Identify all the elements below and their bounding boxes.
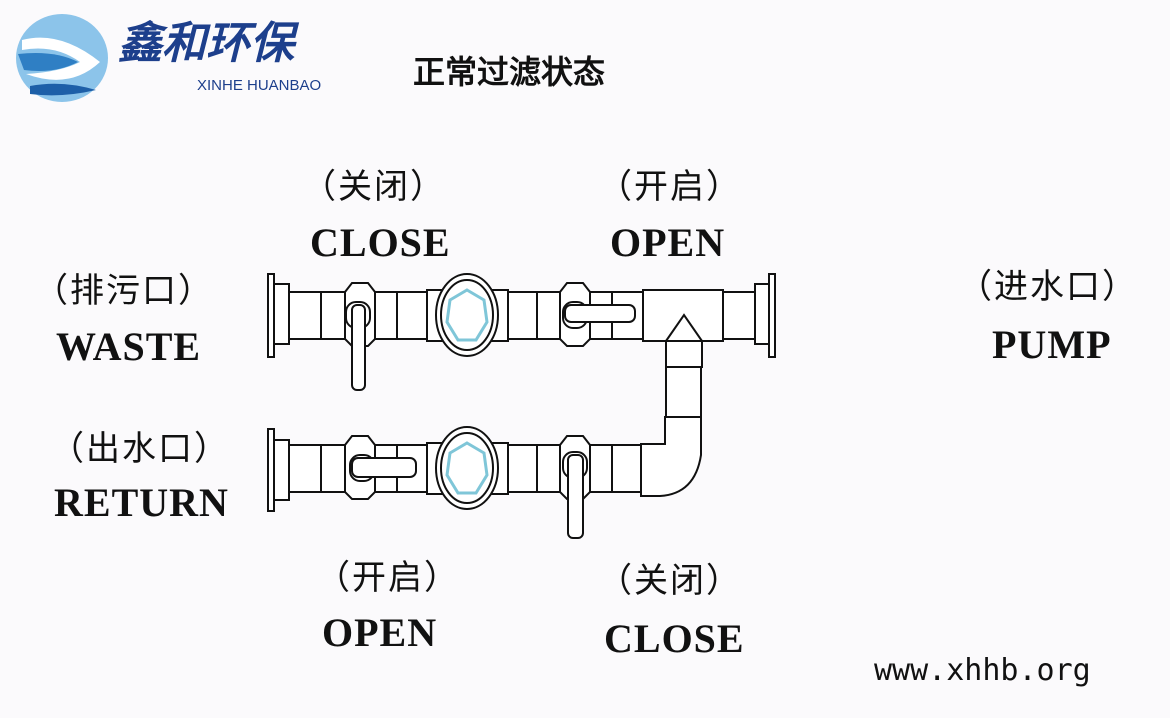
top-right-valve-cn: （开启） — [598, 167, 742, 207]
waste-cn: （排污口） — [34, 271, 214, 311]
logo-brand-en: XINHE HUANBAO — [197, 77, 322, 94]
top-pipeline — [267, 273, 776, 418]
return-en: RETURN — [54, 480, 229, 525]
top-right-valve-en: OPEN — [610, 220, 726, 265]
bottom-pipeline — [267, 416, 702, 539]
bottom-right-valve-cn: （关闭） — [598, 561, 742, 601]
bottom-left-valve-cn: （开启） — [316, 558, 460, 598]
page-title: 正常过滤状态 — [413, 53, 606, 91]
pump-cn: （进水口） — [958, 267, 1138, 307]
return-cn: （出水口） — [50, 429, 230, 469]
bottom-left-valve-en: OPEN — [322, 610, 438, 655]
bottom-right-valve-en: CLOSE — [604, 616, 745, 661]
website-link[interactable]: www.xhhb.org — [874, 653, 1091, 688]
logo-brand-cn: 鑫和环保 — [118, 18, 294, 69]
waste-en: WASTE — [56, 324, 202, 369]
pump-en: PUMP — [992, 322, 1112, 367]
top-left-valve-cn: （关闭） — [302, 167, 446, 207]
top-left-valve-en: CLOSE — [310, 220, 451, 265]
logo-icon — [16, 14, 108, 102]
